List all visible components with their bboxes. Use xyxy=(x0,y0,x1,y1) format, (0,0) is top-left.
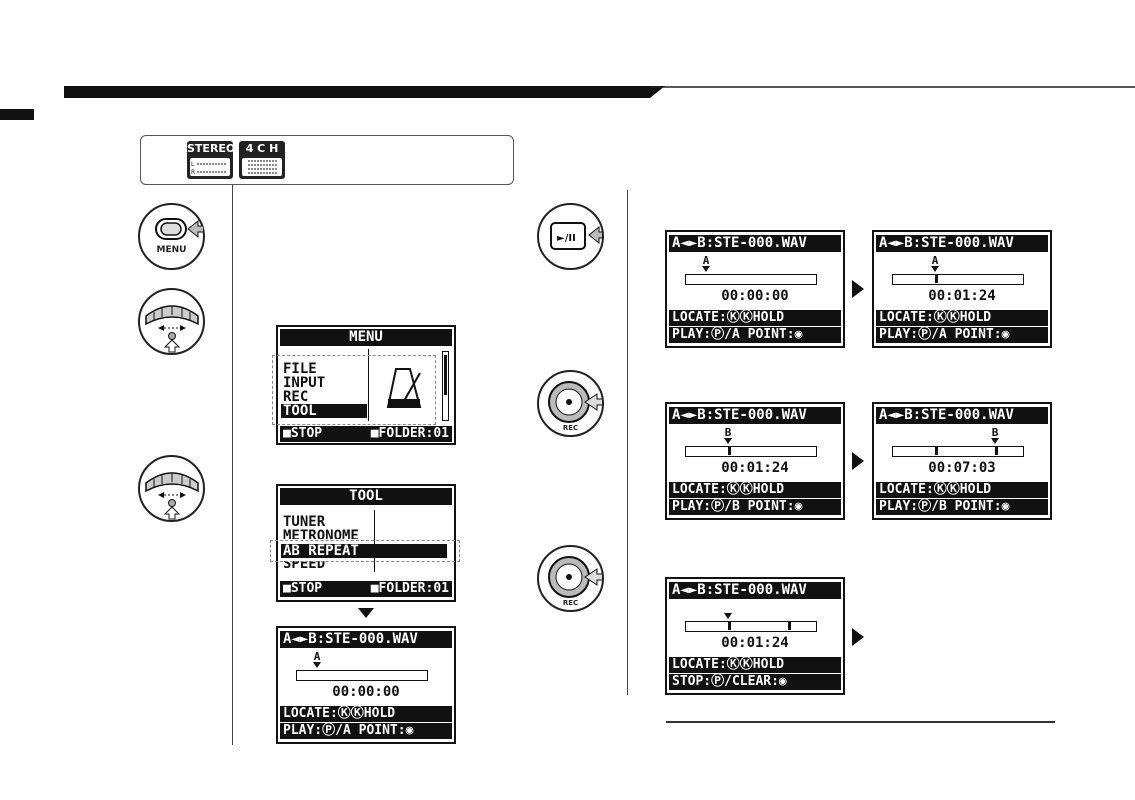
ab-screen-title: A◄►B:STE-000.WAV xyxy=(669,235,841,252)
menu-highlight-outline xyxy=(272,355,436,425)
dial-wheel-icon xyxy=(145,305,199,353)
ab-repeat-screen: A◄►B:STE-000.WAV B 00:07:03 LOCATE:ⓀⓀHOL… xyxy=(872,402,1052,520)
ab-repeat-screen: A◄►B:STE-000.WAV A 00:00:00 LOCATE:ⓀⓀHOL… xyxy=(665,230,845,348)
ab-screen-title: A◄►B:STE-000.WAV xyxy=(876,407,1048,424)
tool-highlight-outline xyxy=(270,540,460,562)
marker-pointer-icon xyxy=(931,266,939,272)
ab-progress-track xyxy=(685,446,817,457)
ab-progress-track xyxy=(296,670,428,681)
four-channel-badge: 4 C H xyxy=(239,141,285,179)
tool-screen-title: TOOL xyxy=(280,488,452,505)
tool-item-ab-repeat[interactable]: AB REPEAT xyxy=(281,544,447,558)
ab-screen-title: A◄►B:STE-000.WAV xyxy=(876,235,1048,252)
menu-screen: MENU FILE INPUT REC TOOL ■STOP ■FOLDER:0… xyxy=(276,325,456,445)
ab-point-marker: A xyxy=(702,254,710,267)
ab-screen-title: A◄►B:STE-000.WAV xyxy=(280,631,452,648)
marker-pointer-icon xyxy=(702,266,710,272)
play-button[interactable]: ►/II xyxy=(537,203,606,270)
ab-screen-locate: LOCATE:ⓀⓀHOLD xyxy=(280,706,452,722)
dial-wheel-icon xyxy=(145,472,199,520)
ab-progress-track xyxy=(892,446,1024,457)
ab-repeat-screen: A◄►B:STE-000.WAV B 00:01:24 LOCATE:ⓀⓀHOL… xyxy=(665,402,845,520)
rec-button-icon xyxy=(548,556,606,598)
header-bar xyxy=(64,86,1135,98)
rec-button-1[interactable]: REC xyxy=(537,370,606,437)
play-pause-button-icon: ►/II xyxy=(550,222,606,250)
menu-item-rec[interactable]: REC xyxy=(283,389,309,405)
ab-point-marker: A xyxy=(931,254,939,267)
ab-screen-action: PLAY:Ⓟ/A POINT:◉ xyxy=(876,327,1048,343)
dial-wheel-1[interactable] xyxy=(138,288,205,355)
scrollbar[interactable] xyxy=(442,351,449,421)
tool-screen: TOOL TUNER METRONOME AB REPEAT SPEED ■ST… xyxy=(276,484,456,602)
ab-screen-action: PLAY:Ⓟ/A POINT:◉ xyxy=(669,327,841,343)
column-divider-right xyxy=(627,190,628,695)
metronome-icon xyxy=(386,368,422,408)
menu-item-file[interactable]: FILE xyxy=(283,361,317,377)
tool-screen-footer: ■STOP ■FOLDER:01 xyxy=(280,581,452,597)
marker-pointer-icon xyxy=(724,438,732,444)
dial-wheel-2[interactable] xyxy=(138,455,205,522)
menu-item-tool[interactable]: TOOL xyxy=(281,404,367,418)
marker-pointer-icon xyxy=(991,438,999,444)
ab-screen-locate: LOCATE:ⓀⓀHOLD xyxy=(669,482,841,498)
right-arrow-icon xyxy=(852,280,864,298)
ab-progress-track xyxy=(892,274,1024,285)
four-channel-track-icon xyxy=(242,158,282,176)
right-arrow-icon xyxy=(852,628,864,646)
column-divider-left xyxy=(232,185,233,745)
marker-pointer-icon xyxy=(724,613,732,619)
ab-point-marker: B xyxy=(724,426,732,439)
svg-text:►/II: ►/II xyxy=(557,233,576,244)
menu-screen-title: MENU xyxy=(280,329,452,346)
tool-item-metronome[interactable]: METRONOME xyxy=(283,529,359,539)
tool-item-tuner[interactable]: TUNER xyxy=(283,514,326,530)
ab-screen-time: 00:01:24 xyxy=(721,635,789,651)
ab-screen-locate: LOCATE:ⓀⓀHOLD xyxy=(669,310,841,326)
ab-repeat-screen: A◄►B:STE-000.WAV 00:01:24 LOCATE:ⓀⓀHOLD … xyxy=(665,577,845,695)
ab-repeat-screen: A◄►B:STE-000.WAV A 00:01:24 LOCATE:ⓀⓀHOL… xyxy=(872,230,1052,348)
ab-screen-action: PLAY:Ⓟ/A POINT:◉ xyxy=(280,723,452,739)
ab-screen-action: PLAY:Ⓟ/B POINT:◉ xyxy=(669,499,841,515)
section-tab xyxy=(0,109,34,120)
ab-point-marker: B xyxy=(991,426,999,439)
ab-screen-time: 00:00:00 xyxy=(332,684,400,700)
ab-screen-time: 00:01:24 xyxy=(928,288,996,304)
ab-screen-action: PLAY:Ⓟ/B POINT:◉ xyxy=(876,499,1048,515)
ab-screen-time: 00:07:03 xyxy=(928,460,996,476)
ab-screen-time: 00:00:00 xyxy=(721,288,789,304)
ab-repeat-screen: A◄►B:STE-000.WAV A 00:00:00 LOCATE:ⓀⓀHOL… xyxy=(276,626,456,744)
rec-button-2[interactable]: REC xyxy=(537,545,606,612)
ab-point-marker: A xyxy=(313,650,321,663)
svg-text:R: R xyxy=(191,169,195,176)
svg-text:L: L xyxy=(191,161,195,168)
ab-screen-title: A◄►B:STE-000.WAV xyxy=(669,407,841,424)
bottom-rule xyxy=(666,721,1055,723)
ab-screen-title: A◄►B:STE-000.WAV xyxy=(669,582,841,599)
menu-item-input[interactable]: INPUT xyxy=(283,375,326,391)
menu-button[interactable]: MENU xyxy=(138,203,205,270)
right-arrow-icon xyxy=(852,452,864,470)
ab-screen-locate: LOCATE:ⓀⓀHOLD xyxy=(669,657,841,673)
marker-pointer-icon xyxy=(313,662,321,668)
ab-screen-locate: LOCATE:ⓀⓀHOLD xyxy=(876,482,1048,498)
ab-screen-time: 00:01:24 xyxy=(721,460,789,476)
menu-button-icon xyxy=(155,218,205,240)
ab-progress-track xyxy=(685,274,817,285)
ab-progress-track xyxy=(685,621,817,632)
ab-screen-action: STOP:Ⓟ/CLEAR:◉ xyxy=(669,674,841,690)
down-arrow-icon xyxy=(358,608,374,618)
rec-button-icon xyxy=(548,381,606,423)
ab-screen-locate: LOCATE:ⓀⓀHOLD xyxy=(876,310,1048,326)
tool-item-speed[interactable]: SPEED xyxy=(283,561,326,571)
menu-screen-footer: ■STOP ■FOLDER:01 xyxy=(280,426,452,442)
